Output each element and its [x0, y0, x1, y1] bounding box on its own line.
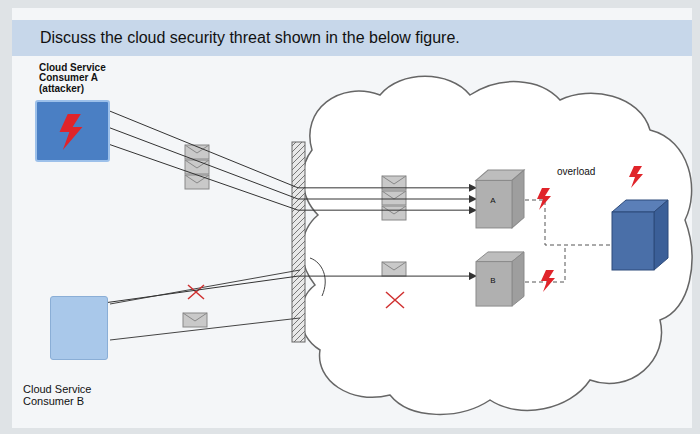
server-letter: A: [474, 196, 512, 205]
cube-shape: [474, 168, 526, 230]
consumer-box: Cloud Service Consumer B: [50, 296, 108, 360]
overload-label: overload: [556, 166, 596, 177]
consumer-box: Cloud Service Consumer A (attacker): [35, 100, 110, 162]
slide-title: Discuss the cloud security threat shown …: [40, 29, 460, 47]
consumer-label: Cloud Service Consumer A (attacker): [39, 63, 119, 95]
message-line: [108, 276, 476, 302]
cube-shape: [474, 250, 526, 308]
message-line: [110, 111, 476, 188]
message-line: [110, 145, 476, 211]
attack-bolt: [57, 114, 85, 150]
server-cube: A: [474, 168, 526, 230]
server-cube: B: [474, 250, 526, 308]
consumer-label: Cloud Service Consumer B: [23, 383, 133, 407]
server-letter: B: [474, 276, 512, 285]
